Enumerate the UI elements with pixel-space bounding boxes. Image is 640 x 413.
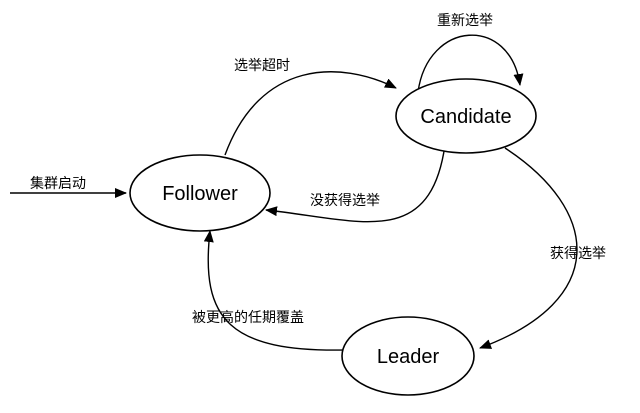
node-leader-shape [341, 316, 475, 396]
edge-not-elected-arrow [265, 144, 446, 223]
node-leader: Leader [341, 316, 475, 396]
node-follower-label: Follower [162, 183, 238, 205]
edge-higher-term-arrow [203, 230, 346, 351]
edge-elected-arrow [479, 147, 578, 349]
node-follower-shape [129, 154, 271, 232]
node-follower: Follower [129, 154, 271, 232]
edge-label-elected: 获得选举 [550, 245, 606, 262]
edge-re-election: 重新选举 [417, 13, 524, 93]
node-candidate: Candidate [395, 78, 537, 154]
edge-label-not-elected: 没获得选举 [310, 192, 380, 209]
edge-label-higher-term: 被更高的任期覆盖 [192, 309, 304, 326]
node-candidate-shape [395, 78, 537, 154]
edge-cluster-start: 集群启动 [10, 175, 127, 198]
edge-re-election-loop [417, 34, 524, 93]
node-leader-label: Leader [377, 346, 440, 368]
edge-election-timeout-arrow [224, 71, 397, 156]
edge-elected: 获得选举 [479, 147, 606, 349]
node-candidate-label: Candidate [420, 106, 511, 128]
edge-label-re-election: 重新选举 [437, 13, 493, 29]
edge-not-elected: 没获得选举 [265, 144, 446, 223]
edge-label-election-timeout: 选举超时 [234, 58, 290, 74]
edge-higher-term: 被更高的任期覆盖 [192, 230, 346, 351]
edge-election-timeout: 选举超时 [224, 58, 397, 156]
edge-label-cluster-start: 集群启动 [30, 175, 86, 192]
